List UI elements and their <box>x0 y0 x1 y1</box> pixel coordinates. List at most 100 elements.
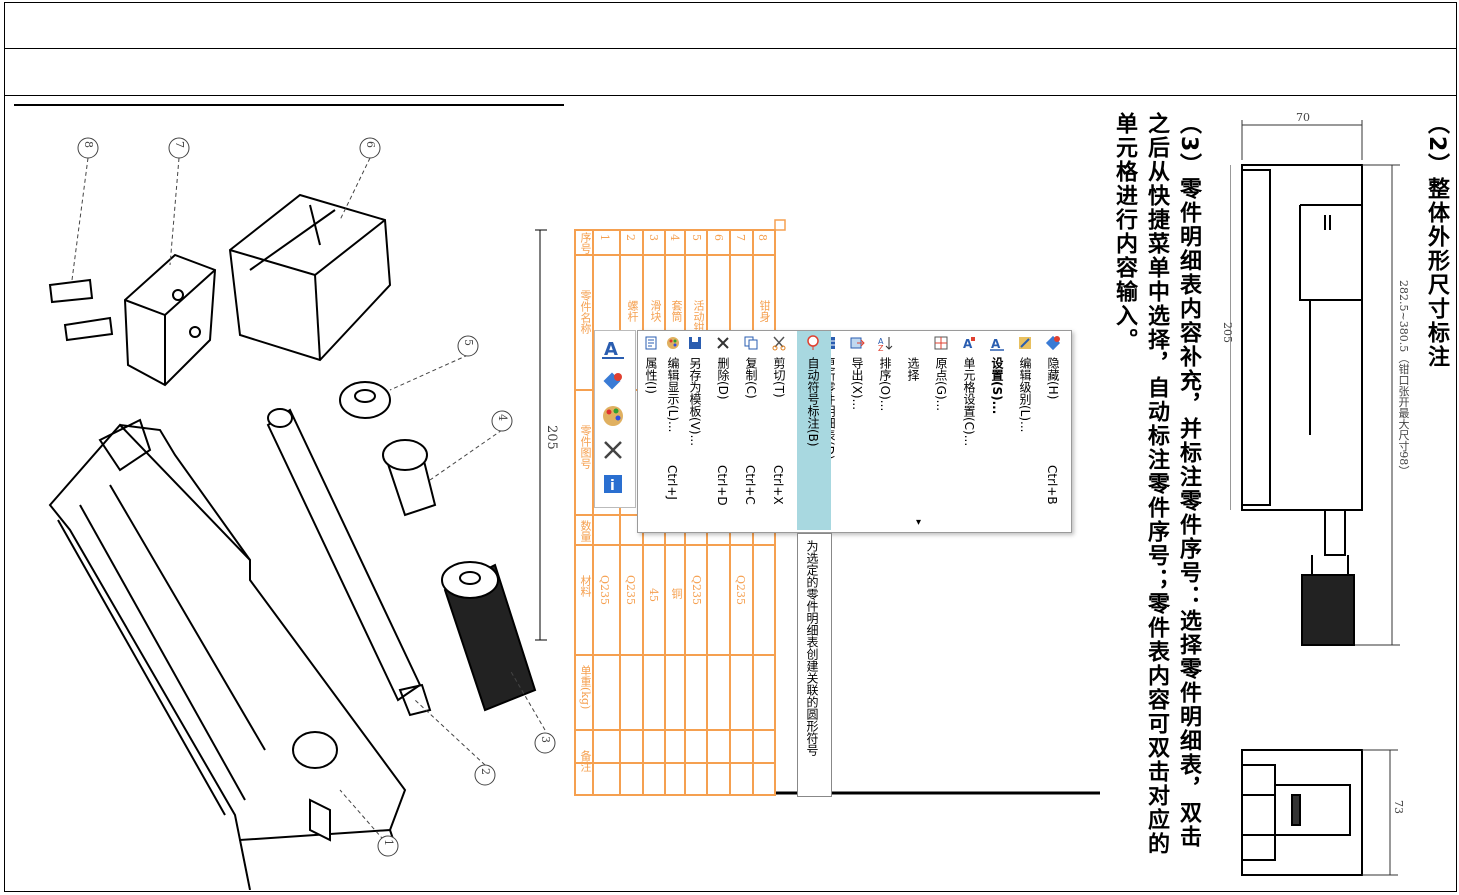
svg-text:A: A <box>604 339 618 360</box>
menu-item-settings[interactable]: A 设置(S)... <box>987 331 1009 530</box>
menu-item-auto-balloon[interactable]: 自动符号标注(B) <box>797 331 831 530</box>
menu-item-label: 剪切(T) <box>772 357 786 398</box>
exploded-assembly-drawing <box>48 137 556 890</box>
balloon-label: 6 <box>364 141 377 148</box>
bom-material: Q235 <box>690 575 703 606</box>
menu-item-export[interactable]: 导出(X)... <box>847 331 869 530</box>
balloon-label: 3 <box>539 736 552 743</box>
menu-more-arrow[interactable]: ▾ <box>916 517 922 528</box>
bom-number: 8 <box>756 234 769 241</box>
bom-col-name: 单重(kg) <box>579 665 592 710</box>
svg-text:i: i <box>610 478 615 494</box>
menu-item-save-template[interactable]: 另存为模板(V)... <box>685 331 707 530</box>
menu-item-label: 另存为模板(V)... <box>688 357 702 447</box>
svg-text:A: A <box>991 337 1001 351</box>
bom-material: 铜 <box>670 588 683 599</box>
bom-part-name: 螺杆 <box>626 300 639 322</box>
save-template-icon <box>689 337 701 349</box>
menu-item-label: 选择 <box>906 357 920 381</box>
menu-item-origin[interactable]: 原点(G)... <box>931 331 953 530</box>
context-menu: 隐藏(H) Ctrl+B 编辑级别(L)... A 设置(S)... A 单元格… <box>637 330 1072 533</box>
menu-item-label: 删除(D) <box>716 357 730 400</box>
svg-text:A: A <box>878 337 884 346</box>
header-rule-1 <box>4 48 1457 49</box>
menu-item-shortcut: Ctrl+D <box>715 465 729 506</box>
edit-display-icon <box>667 337 679 349</box>
settings-icon: A <box>990 337 1004 351</box>
color-palette-icon[interactable] <box>600 403 626 429</box>
instruction-line-2: 之后从快捷菜单中选择，自动标注零件序号；零件表内容可双击对应的 <box>1144 112 1169 856</box>
bom-col-name: 材料 <box>579 575 592 597</box>
copy-icon <box>744 336 758 350</box>
tooltip-text: 为选定的零件明细表创建关联的圆形符号 <box>805 540 819 756</box>
menu-item-cut[interactable]: 剪切(T) Ctrl+X <box>769 331 791 530</box>
menu-item-delete[interactable]: 删除(D) Ctrl+D <box>713 331 735 530</box>
bom-header-index: 序号 <box>579 232 592 254</box>
instruction-line-1: （3）零件明细表内容补充，并标注零件序号：选择零件明细表，双击 <box>1176 112 1201 850</box>
menu-item-label: 单元格设置(C)... <box>962 357 976 447</box>
menu-item-label: 隐藏(H) <box>1046 357 1060 400</box>
bom-col-name: 备注 <box>579 750 592 772</box>
menu-item-cell-settings[interactable]: A 单元格设置(C)... <box>959 331 981 530</box>
bom-material: Q235 <box>598 575 611 606</box>
balloon-label: 8 <box>82 141 95 148</box>
section-heading: （2）整体外形尺寸标注 <box>1424 112 1449 370</box>
bom-number: 6 <box>712 234 725 241</box>
menu-item-hide[interactable]: 隐藏(H) Ctrl+B <box>1043 331 1065 530</box>
menu-item-shortcut: Ctrl+C <box>743 465 757 505</box>
menu-item-shortcut: Ctrl+B <box>1045 465 1059 505</box>
export-icon <box>850 337 865 349</box>
bom-number: 7 <box>734 234 747 241</box>
bom-material: 45 <box>647 588 660 602</box>
menu-item-label: 自动符号标注(B) <box>806 357 820 447</box>
menu-item-label: 排序(O)... <box>878 357 892 412</box>
bom-number: 4 <box>668 234 681 241</box>
menu-item-properties[interactable]: 属性(I) <box>641 331 663 530</box>
text-style-icon[interactable]: A <box>600 335 626 361</box>
dim-height-205: 205 <box>1221 322 1234 343</box>
menu-item-select[interactable]: 选择 <box>903 331 925 530</box>
hide-icon <box>1045 335 1061 351</box>
bom-part-name: 套筒 <box>670 300 683 322</box>
sort-icon: AZ <box>878 337 893 351</box>
cell-settings-icon: A <box>963 337 975 351</box>
origin-icon <box>934 336 948 350</box>
balloon-label: 7 <box>173 141 186 148</box>
bom-material: Q235 <box>624 575 637 606</box>
bom-col-name: 零件图号 <box>579 425 592 469</box>
balloon-label: 5 <box>462 339 475 346</box>
menu-item-label: 编辑显示(L)... <box>666 357 680 433</box>
balloon-label: 2 <box>479 768 492 775</box>
bom-col-name: 数量 <box>579 520 592 542</box>
menu-tooltip: 为选定的零件明细表创建关联的圆形符号 <box>797 533 832 797</box>
menu-item-label: 原点(G)... <box>934 357 948 412</box>
bom-part-name: 钳身 <box>758 300 771 322</box>
bom-number: 5 <box>690 234 703 241</box>
table-dimension-label: 205 <box>544 425 559 450</box>
balloon-label: 1 <box>382 839 395 846</box>
page-frame <box>4 2 1457 892</box>
bom-part-name: 活动钳 <box>692 300 705 333</box>
menu-item-label: 复制(C) <box>744 357 758 399</box>
bom-material: Q235 <box>734 575 747 606</box>
bom-number: 3 <box>647 234 660 241</box>
menu-item-edit-display[interactable]: 编辑显示(L)... Ctrl+J <box>663 331 685 530</box>
menu-item-edit-level[interactable]: 编辑级别(L)... <box>1015 331 1037 530</box>
menu-item-shortcut: Ctrl+J <box>665 465 679 500</box>
properties-icon <box>645 336 657 350</box>
bom-number: 1 <box>598 234 611 241</box>
menu-item-label: 编辑级别(L)... <box>1018 357 1032 433</box>
delete-icon[interactable] <box>600 437 626 463</box>
section-rule <box>14 104 564 106</box>
bom-col-name: 零件名称 <box>579 290 592 334</box>
cut-icon <box>772 336 786 351</box>
auto-balloon-icon <box>807 335 819 350</box>
edit-level-icon <box>1019 337 1031 349</box>
instruction-line-3: 单元格进行内容输入。 <box>1112 112 1137 352</box>
menu-item-label: 导出(X)... <box>850 357 864 411</box>
menu-item-copy[interactable]: 复制(C) Ctrl+C <box>741 331 763 530</box>
delete-icon <box>717 337 729 349</box>
show-hide-icon[interactable] <box>600 369 626 395</box>
info-icon[interactable]: i <box>600 471 626 497</box>
